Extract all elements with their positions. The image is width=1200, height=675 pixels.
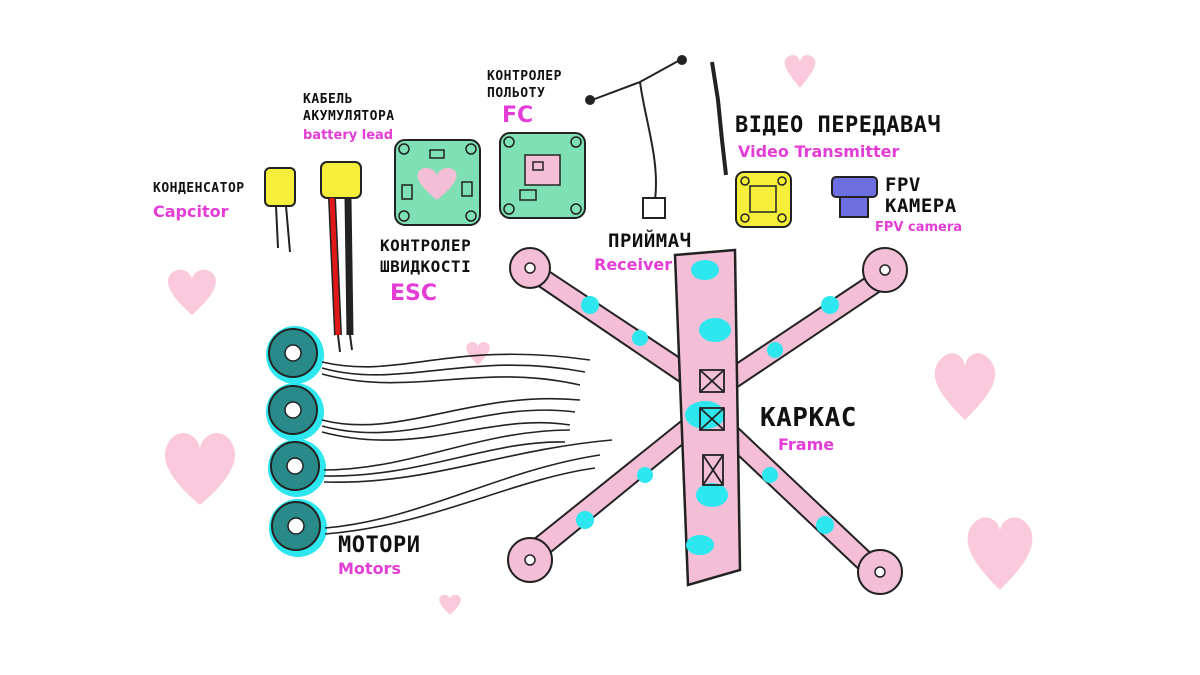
receiver-label-en: Receiver xyxy=(594,255,673,274)
heart-icon xyxy=(466,341,490,365)
esc-label-ua-1: КОНТРОЛЕР xyxy=(380,236,472,255)
camera-label-ua-1: FPV xyxy=(885,174,921,196)
motors-label-ua: МОТОРИ xyxy=(338,533,421,558)
fc-label-en: FC xyxy=(502,103,534,128)
fc-label-ua-1: КОНТРОЛЕР xyxy=(487,69,562,84)
heart-icon xyxy=(784,55,816,88)
capacitor-label-ua: КОНДЕНСАТОР xyxy=(153,181,245,196)
battery-label-ua-1: КАБЕЛЬ xyxy=(303,92,353,107)
motors xyxy=(266,326,613,557)
esc-board xyxy=(394,139,481,226)
battery-lead xyxy=(320,161,362,353)
receiver xyxy=(585,55,687,219)
video-transmitter xyxy=(710,61,792,228)
receiver-label-ua: ПРИЙМАЧ xyxy=(608,230,692,252)
hearts xyxy=(164,55,1033,615)
heart-icon xyxy=(934,353,996,420)
fc-board xyxy=(499,132,586,219)
heart-icon xyxy=(439,594,461,615)
battery-label-en: battery lead xyxy=(303,128,394,143)
vtx-label-en: Video Transmitter xyxy=(738,142,900,161)
camera-label-ua-2: КАМЕРА xyxy=(885,195,957,217)
frame-label-ua: КАРКАС xyxy=(760,403,857,433)
frame-label-en: Frame xyxy=(778,435,835,454)
capacitor-label-en: Capcitor xyxy=(153,202,229,221)
battery-label-ua-2: АКУМУЛЯТОРА xyxy=(303,109,395,124)
heart-icon xyxy=(164,433,236,505)
frame xyxy=(507,247,908,595)
vtx-label-ua: ВІДЕО ПЕРЕДАВАЧ xyxy=(735,113,942,138)
esc-label-en: ESC xyxy=(390,281,438,306)
motor xyxy=(266,383,324,441)
heart-icon xyxy=(967,517,1033,590)
motor xyxy=(269,499,327,557)
camera-label-en: FPV camera xyxy=(875,220,963,235)
heart-icon xyxy=(168,269,216,315)
motor-wires xyxy=(321,353,613,535)
motor xyxy=(266,326,324,384)
motors-label-en: Motors xyxy=(338,559,401,578)
fpv-camera xyxy=(831,176,878,218)
fc-label-ua-2: ПОЛЬОТУ xyxy=(487,86,546,101)
capacitor xyxy=(264,167,296,253)
esc-label-ua-2: ШВИДКОСТІ xyxy=(380,257,472,276)
motor xyxy=(268,439,326,497)
